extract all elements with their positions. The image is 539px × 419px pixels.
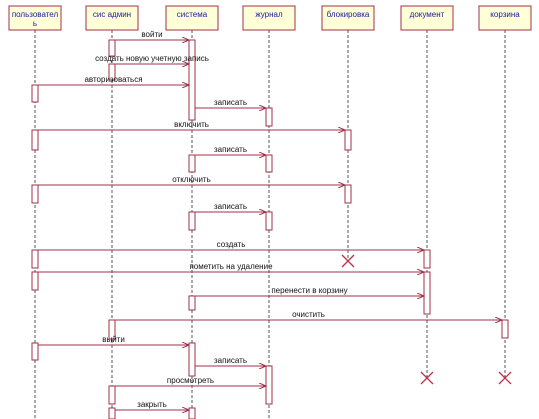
message-label: записать: [214, 356, 247, 365]
activation-bar-user: [31, 249, 39, 269]
destroy-x-icon: [498, 371, 512, 385]
message-label: отключить: [172, 175, 211, 184]
message-label: выйти: [102, 335, 125, 344]
activation-bar-journal: [265, 211, 273, 231]
activation-bar-user: [31, 271, 39, 291]
message-label: авторизоваться: [84, 75, 142, 84]
participant-box-journal[interactable]: [242, 5, 296, 31]
destroy-x-icon: [420, 371, 434, 385]
activation-bar-user: [31, 84, 39, 103]
participant-label-block: блокировка: [327, 10, 370, 19]
message-label: очистить: [292, 310, 325, 319]
participant-box-trash[interactable]: [478, 5, 532, 31]
message-label: записать: [214, 145, 247, 154]
participant-box-sysadmin[interactable]: [85, 5, 139, 31]
activation-bar-system: [188, 342, 196, 377]
activation-bar-trash: [501, 319, 509, 339]
activation-bar-document: [423, 271, 431, 315]
participant-label-user: пользовател: [12, 10, 59, 19]
activation-bar-user: [31, 184, 39, 204]
activation-bar-system: [188, 211, 196, 231]
participant-label-trash: корзина: [490, 10, 520, 19]
message-label: записать: [214, 98, 247, 107]
activation-bar-user: [31, 129, 39, 151]
message-label: включить: [174, 120, 209, 129]
message-label: просмотреть: [167, 376, 214, 385]
activation-bar-block: [344, 184, 352, 204]
activation-bar-system: [188, 407, 196, 419]
activation-bar-sysadmin: [108, 39, 116, 57]
activation-bar-journal: [265, 107, 273, 127]
participant-box-block[interactable]: [321, 5, 375, 31]
activation-bar-journal: [265, 154, 273, 173]
participant-box-document[interactable]: [400, 5, 454, 31]
activation-bar-system: [188, 295, 196, 311]
activation-bar-sysadmin: [108, 407, 116, 419]
destroy-x-icon: [341, 254, 355, 268]
participant-label-sysadmin: сис админ: [93, 10, 131, 19]
message-label: создать: [217, 240, 246, 249]
participant-label-journal: журнал: [255, 10, 283, 19]
message-label: пометить на удаление: [189, 262, 273, 271]
message-label: закрыть: [137, 400, 167, 409]
activation-bar-sysadmin: [108, 385, 116, 405]
activation-bar-user: [31, 342, 39, 361]
participant-label-user: ь: [33, 19, 37, 28]
activation-bar-sysadmin: [108, 319, 116, 340]
participant-label-system: система: [177, 10, 208, 19]
activation-bar-document: [423, 249, 431, 269]
activation-bar-system: [188, 154, 196, 173]
message-label: перенести в корзину: [271, 286, 347, 295]
activation-bar-sysadmin: [108, 63, 116, 81]
message-label: записать: [214, 202, 247, 211]
participant-box-system[interactable]: [165, 5, 219, 31]
activation-bar-journal: [265, 365, 273, 405]
participant-box-user[interactable]: [8, 5, 62, 31]
message-label: войти: [141, 30, 162, 39]
activation-bar-system: [188, 39, 196, 121]
participant-label-document: документ: [410, 10, 445, 19]
activation-bar-block: [344, 129, 352, 151]
message-label: создать новую учетную запись: [95, 54, 209, 63]
